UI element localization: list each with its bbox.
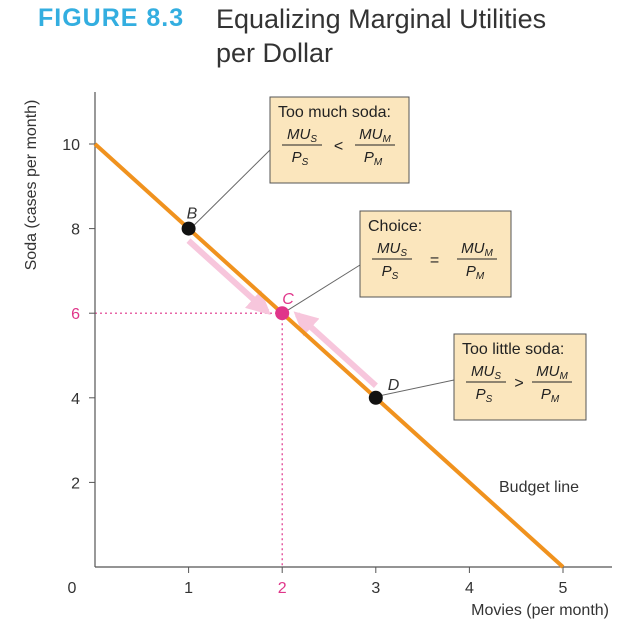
point-label-b: B bbox=[187, 206, 198, 223]
axes bbox=[89, 92, 612, 573]
arrow-d-to-c bbox=[293, 311, 378, 388]
series-layer bbox=[93, 142, 565, 569]
right-fraction-denominator-subscript: M bbox=[476, 271, 485, 282]
x-tick-label: 1 bbox=[184, 580, 193, 597]
annotation-box bbox=[269, 96, 410, 184]
arrow-b-to-c bbox=[186, 238, 271, 316]
right-fraction-denominator-subscript: M bbox=[374, 157, 383, 168]
leader-lines bbox=[192, 149, 455, 397]
left-fraction-denominator-subscript: S bbox=[486, 394, 493, 405]
annotation-box bbox=[359, 210, 512, 298]
budget-line-label: Budget line bbox=[499, 479, 579, 496]
right-fraction-numerator-subscript: M bbox=[559, 371, 568, 382]
left-fraction-denominator-subscript: S bbox=[392, 271, 399, 282]
annotation-box bbox=[453, 333, 587, 421]
left-fraction-numerator: MUS bbox=[471, 363, 501, 382]
left-fraction-numerator-subscript: S bbox=[494, 371, 501, 382]
leader-line-c bbox=[285, 264, 361, 312]
relation-sign: > bbox=[514, 375, 523, 392]
figure-title-line-1: Equalizing Marginal Utilities bbox=[216, 4, 547, 34]
annotations: Too much soda:MUSPS<MUMPMChoice:MUSPS=MU… bbox=[269, 96, 587, 421]
point-b bbox=[181, 221, 196, 236]
y-tick-label: 6 bbox=[71, 306, 80, 323]
x-tick-label: 4 bbox=[465, 580, 474, 597]
right-fraction-numerator-subscript: M bbox=[382, 134, 391, 145]
movement-arrows bbox=[186, 238, 378, 388]
figure-label: FIGURE 8.3 bbox=[38, 4, 185, 32]
left-fraction-numerator-subscript: S bbox=[400, 248, 407, 259]
point-label-c: C bbox=[282, 291, 294, 308]
y-tick-label: 2 bbox=[71, 475, 80, 492]
relation-sign: < bbox=[334, 138, 343, 155]
x-tick-label: 3 bbox=[371, 580, 380, 597]
left-fraction-numerator: MUS bbox=[287, 126, 317, 145]
relation-sign: = bbox=[430, 252, 439, 269]
guide-lines bbox=[95, 312, 283, 567]
y-axis-label: Soda (cases per month) bbox=[23, 100, 40, 271]
figure-title-line-2: per Dollar bbox=[216, 38, 334, 68]
x-tick-label: 0 bbox=[68, 580, 77, 597]
point-d bbox=[368, 390, 383, 405]
left-fraction-denominator-subscript: S bbox=[302, 157, 309, 168]
points-layer: B C D bbox=[181, 206, 400, 405]
x-tick-label: 2 bbox=[278, 580, 287, 597]
annotation-title: Too much soda: bbox=[278, 104, 391, 121]
y-tick-label: 4 bbox=[71, 391, 80, 408]
right-fraction-numerator-subscript: M bbox=[484, 248, 493, 259]
budget-line bbox=[93, 142, 565, 569]
leader-line-b bbox=[192, 149, 271, 227]
right-fraction-denominator-subscript: M bbox=[551, 394, 560, 405]
x-axis-label: Movies (per month) bbox=[471, 602, 609, 619]
point-label-d: D bbox=[388, 377, 400, 394]
y-tick-label: 10 bbox=[62, 137, 80, 154]
figure-title: Equalizing Marginal Utilities per Dollar bbox=[216, 2, 616, 70]
tick-labels: 0 1 2 3 4 5 2 4 6 8 10 bbox=[62, 137, 567, 597]
leader-line-d bbox=[379, 379, 455, 397]
x-tick-label: 5 bbox=[559, 580, 568, 597]
left-fraction-numerator: MUS bbox=[377, 240, 407, 259]
annotation-title: Choice: bbox=[368, 218, 422, 235]
point-c bbox=[275, 306, 290, 321]
left-fraction-numerator-subscript: S bbox=[310, 134, 317, 145]
y-tick-label: 8 bbox=[71, 222, 80, 239]
annotation-title: Too little soda: bbox=[462, 341, 564, 358]
